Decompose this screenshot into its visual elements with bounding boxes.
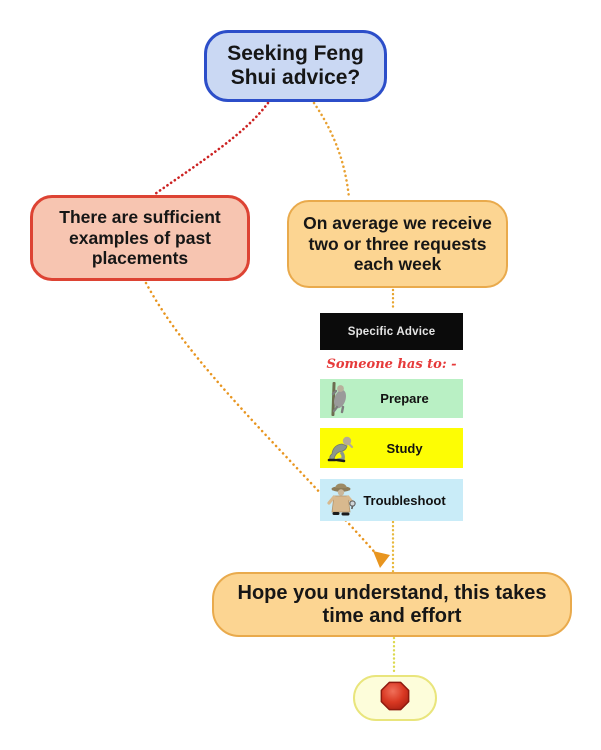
node-hope-you-understand[interactable]: Hope you understand, this takes time and… [212, 572, 572, 637]
task-label-prepare: Prepare [380, 391, 429, 406]
node-average-requests-label: On average we receive two or three reque… [303, 213, 492, 275]
node-average-requests[interactable]: On average we receive two or three reque… [287, 200, 508, 288]
task-row-troubleshoot: Troubleshoot [320, 479, 463, 521]
specific-advice-label: Specific Advice [347, 325, 436, 338]
specific-advice-image-panel[interactable]: Specific Advice Someone has to: - Prepar… [320, 313, 463, 521]
task-row-study: Study [320, 428, 463, 468]
end-terminal-node[interactable] [353, 675, 437, 721]
arrowhead [373, 551, 390, 568]
pole-climber-icon [325, 381, 351, 416]
stop-sign-icon [379, 680, 411, 717]
detective-icon [325, 482, 357, 518]
node-sufficient-examples-label: There are sufficient examples of past pl… [59, 207, 221, 269]
task-label-troubleshoot: Troubleshoot [363, 492, 446, 508]
task-label-study: Study [386, 440, 423, 456]
node-seeking-advice-label: Seeking Feng Shui advice? [227, 42, 364, 89]
crouching-person-icon [325, 433, 357, 463]
node-sufficient-examples[interactable]: There are sufficient examples of past pl… [30, 195, 250, 281]
someone-has-to-caption: Someone has to: - [326, 356, 457, 372]
connector-root-to-right [312, 101, 351, 200]
node-hope-you-understand-label: Hope you understand, this takes time and… [237, 581, 547, 627]
connector-root-to-left [153, 101, 270, 196]
specific-advice-banner: Specific Advice [320, 313, 463, 350]
node-seeking-advice[interactable]: Seeking Feng Shui advice? [204, 30, 387, 102]
task-row-prepare: Prepare [320, 379, 463, 418]
